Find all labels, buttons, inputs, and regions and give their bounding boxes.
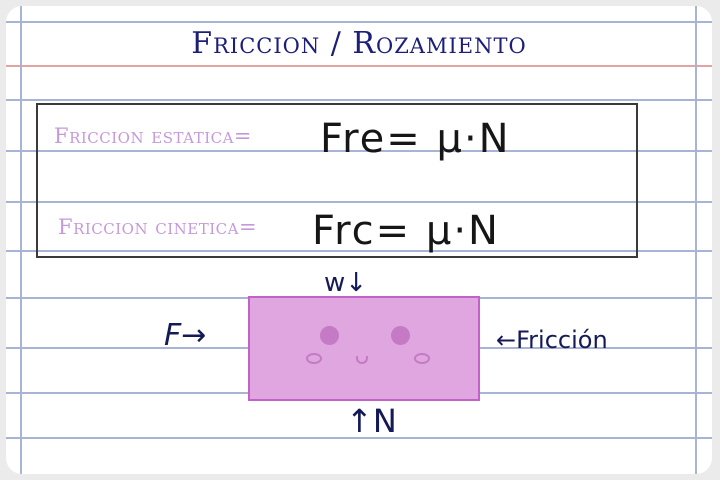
friction-force-label: ←Fricción <box>496 326 608 354</box>
ruled-line <box>6 201 712 203</box>
ruled-line <box>6 150 712 152</box>
ruled-line <box>6 21 712 23</box>
ruled-line <box>6 99 712 101</box>
friction-block <box>248 296 480 401</box>
right-cheek-icon <box>414 353 430 364</box>
right-eye-icon <box>391 326 410 345</box>
static-friction-formula: Fre= μ·N <box>320 116 511 162</box>
ruled-line <box>6 437 712 439</box>
margin-line <box>6 65 712 67</box>
left-border-line <box>20 6 22 474</box>
page-title: Friccion / Rozamiento <box>191 26 527 61</box>
formula-box <box>36 103 638 258</box>
static-friction-label: Friccion estatica= <box>54 124 253 148</box>
ruled-line <box>6 250 712 252</box>
kinetic-friction-formula: Frc= μ·N <box>312 208 500 254</box>
kinetic-friction-label: Friccion cinetica= <box>58 215 258 239</box>
right-border-line <box>695 6 697 474</box>
left-cheek-icon <box>306 353 322 364</box>
left-eye-icon <box>320 326 339 345</box>
weight-force-label: w↓ <box>324 268 368 298</box>
applied-force-label: F→ <box>164 318 207 353</box>
normal-force-label: ↑N <box>346 402 397 440</box>
mouth-icon <box>356 356 368 364</box>
notebook-page: Friccion / Rozamiento Friccion estatica=… <box>6 6 712 474</box>
